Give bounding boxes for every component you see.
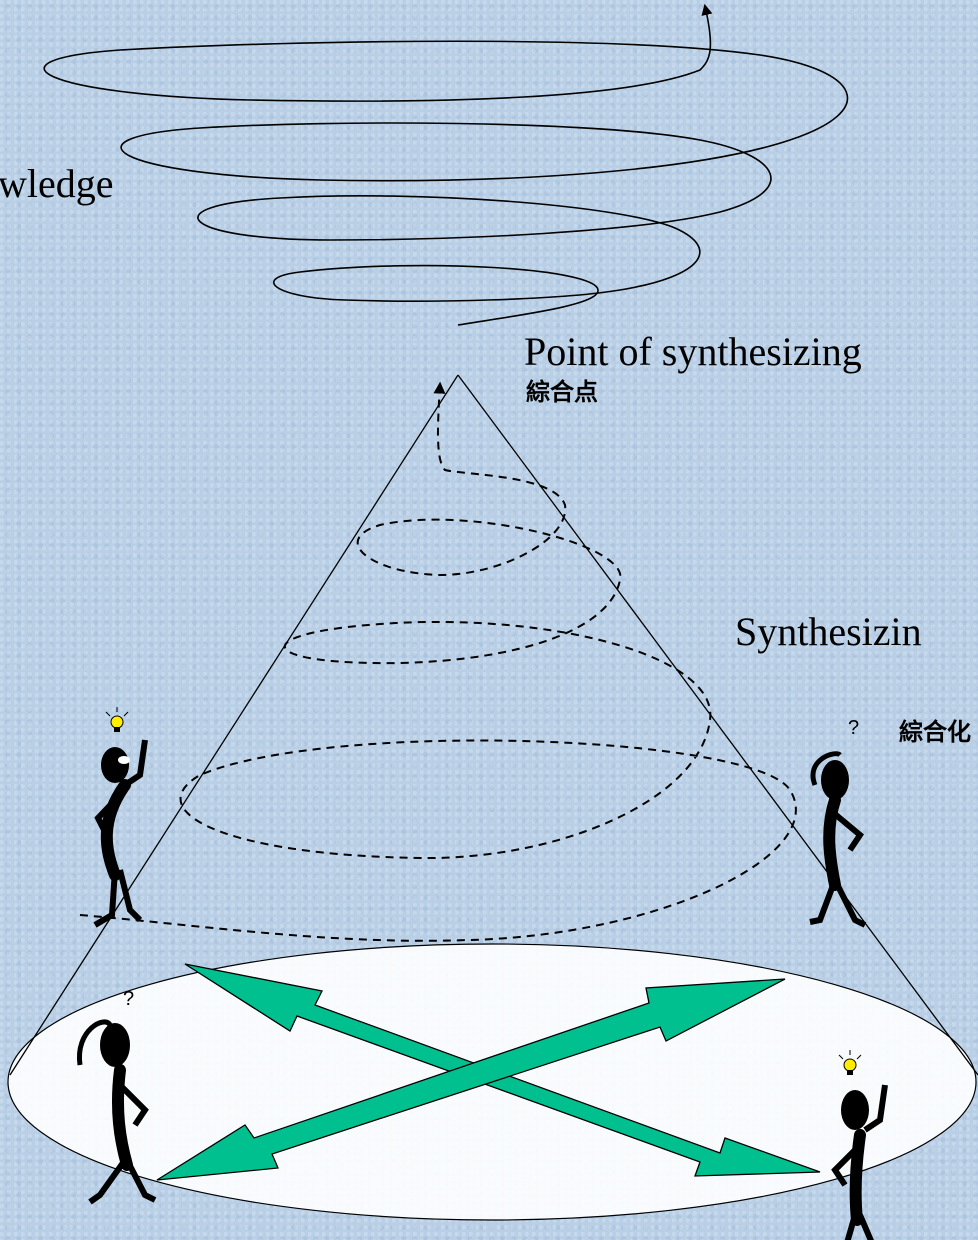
question-mark-icon: ? — [123, 988, 134, 1010]
stick-figure-bottom-right — [831, 1050, 888, 1240]
question-mark-icon: ? — [848, 717, 859, 739]
lightbulb-icon — [838, 1050, 862, 1075]
knowledge-label: wledge — [0, 161, 114, 206]
stick-figure-top-left — [93, 707, 148, 928]
cone-left-edge — [9, 374, 459, 1076]
knowledge-spiral — [43, 3, 849, 326]
synthesizing-jp-label: 綜合化 — [899, 718, 971, 746]
point-of-synthesizing-jp-label: 綜合点 — [526, 378, 598, 406]
lightbulb-icon — [105, 707, 129, 732]
double-arrow-2 — [156, 978, 786, 1181]
stick-figure-top-right: ? — [809, 717, 867, 928]
point-of-synthesizing-label: Point of synthesizing — [524, 329, 862, 374]
cone-right-edge — [457, 374, 978, 1076]
dashed-spiral — [79, 381, 797, 942]
synthesizing-label: Synthesizin — [735, 609, 922, 654]
double-arrow-1 — [184, 963, 821, 1177]
stick-figure-bottom-left: ? — [77, 988, 157, 1205]
